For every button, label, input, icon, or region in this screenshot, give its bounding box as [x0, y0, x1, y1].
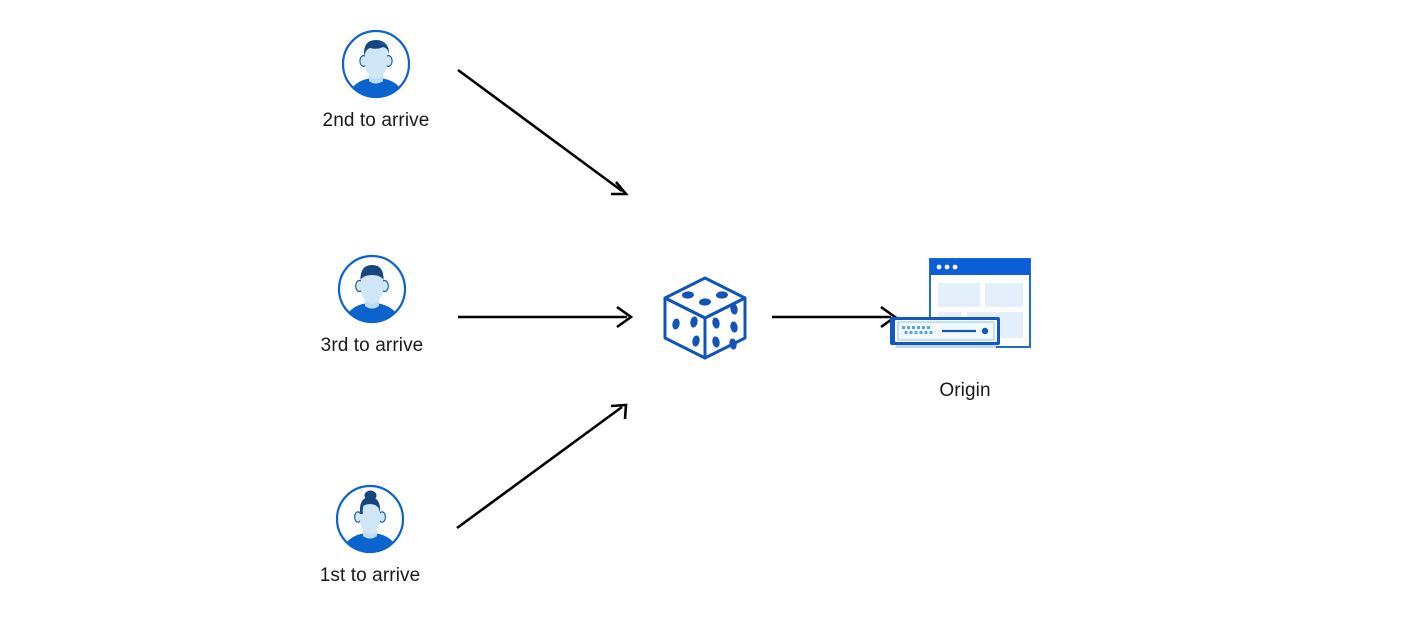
client-label-3rd: 3rd to arrive [320, 335, 424, 356]
user-avatar-icon [334, 483, 406, 555]
client-label-2nd: 2nd to arrive [322, 110, 430, 131]
arrow-1st-to-balancer [456, 403, 628, 530]
client-node-3rd: 3rd to arrive [312, 253, 432, 358]
arrow-3rd-to-balancer [458, 305, 634, 329]
client-node-1st: 1st to arrive [310, 483, 430, 588]
arrow-balancer-to-origin [772, 305, 898, 329]
server-device-icon [890, 317, 1000, 348]
arrow-2nd-to-balancer [457, 68, 629, 196]
user-avatar-icon [340, 28, 412, 100]
origin-label: Origin [939, 380, 991, 401]
user-avatar-icon [336, 253, 408, 325]
load-balancer-node [650, 262, 760, 372]
origin-node: Origin [880, 255, 1050, 403]
client-label-1st: 1st to arrive [319, 565, 421, 586]
dice-icon [650, 262, 760, 372]
client-node-2nd: 2nd to arrive [316, 28, 436, 133]
origin-server-icon [880, 255, 1050, 370]
